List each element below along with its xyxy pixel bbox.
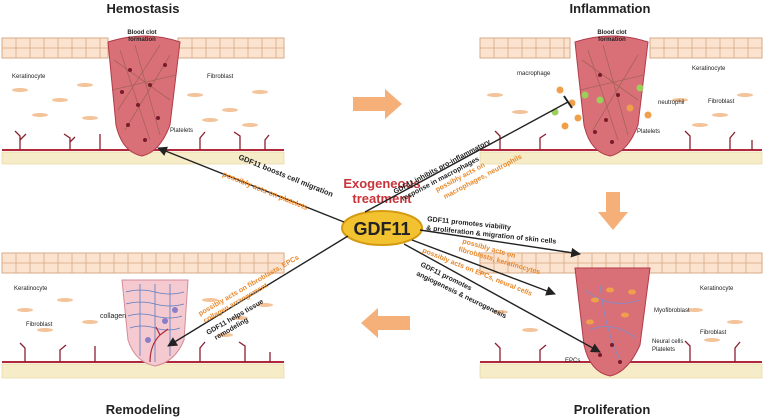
epidermis-layer xyxy=(1,252,285,274)
hemostasis-fibroblast-label: Fibroblast xyxy=(207,74,234,80)
remodeling-fibroblast-label: Fibroblast xyxy=(26,322,53,328)
arrow-to-remodeling xyxy=(167,235,349,347)
proliferation-keratinocyte-label: Keratinocyte xyxy=(700,286,734,292)
arrow-to-proliferation-orange xyxy=(411,239,556,296)
fibrin-mesh xyxy=(579,44,645,141)
platelet-dots xyxy=(593,73,620,144)
inflammation-fibroblast-label: Fibroblast xyxy=(708,99,735,105)
neural-fibers xyxy=(584,284,641,361)
hemostasis-title: Hemostasis xyxy=(107,1,180,16)
arrow-to-proliferation-angio xyxy=(403,243,601,353)
proliferation-fibroblast-label: Fibroblast xyxy=(700,330,727,336)
inflammation-platelets-label: Platelets xyxy=(637,129,660,135)
dermis-cells xyxy=(12,83,268,127)
epcs-label: EPCs xyxy=(565,358,580,364)
fibrin-mesh xyxy=(111,44,177,141)
panel-hemostasis: Hemostasis Blood clot formation Keratino… xyxy=(1,1,285,165)
gdf11-label: GDF11 xyxy=(353,219,410,239)
inflammation-title: Inflammation xyxy=(570,1,651,16)
panel-inflammation: Inflammation Blood clot formation macrop… xyxy=(479,1,763,165)
hypodermis-layer xyxy=(1,363,285,379)
myofibroblast-label: Myofibroblast xyxy=(654,308,690,314)
effect-hemostasis-black: GDF11 boosts cell migration xyxy=(237,153,335,199)
blood-clot xyxy=(107,35,181,157)
proliferation-title: Proliferation xyxy=(574,402,651,417)
new-vessels xyxy=(149,326,169,363)
capillaries xyxy=(494,340,741,362)
hemostasis-clot-label: Blood clot xyxy=(127,30,156,36)
phase-arrow-down xyxy=(598,192,628,230)
myofibroblast-cells xyxy=(586,287,636,325)
hypodermis-layer xyxy=(479,151,763,165)
inflammation-clot-label: Blood clot xyxy=(597,30,626,36)
remodeling-keratinocyte-label: Keratinocyte xyxy=(14,286,48,292)
capillaries xyxy=(494,130,753,150)
hemostasis-platelets-label: Platelets xyxy=(170,128,193,134)
immune-cells xyxy=(551,84,652,130)
platelet-dots xyxy=(598,343,622,364)
remodeling-title: Remodeling xyxy=(106,402,180,417)
neutrophil-label: neutrophil xyxy=(658,100,684,106)
hemostasis-keratinocyte-label: Keratinocyte xyxy=(12,74,46,80)
treatment-heading-line1: Exogeneous xyxy=(343,176,420,191)
arrow-to-proliferation-skin xyxy=(419,229,581,258)
epidermis-layer xyxy=(1,37,285,59)
dermis-cells xyxy=(492,308,743,342)
collagen-fibers xyxy=(125,284,185,362)
inhibit-bar xyxy=(563,95,573,109)
fibroblast-cells xyxy=(145,307,178,343)
dermis-cells xyxy=(487,93,753,127)
capillaries xyxy=(19,341,271,362)
panel-proliferation: Proliferation Keratinocyte Myofibroblast… xyxy=(479,252,763,417)
phase-arrow-right xyxy=(353,89,402,119)
platelet-dots xyxy=(120,63,167,142)
inflammation-keratinocyte-label: Keratinocyte xyxy=(692,66,726,72)
proliferation-platelets-label: Platelets xyxy=(652,347,675,353)
gdf11-ellipse xyxy=(341,210,423,246)
phase-arrow-left xyxy=(361,308,410,338)
epidermis-layer xyxy=(479,37,763,59)
collagen-label: collagen xyxy=(100,313,126,320)
panel-remodeling: Remodeling Keratinocyte Fibroblast colla… xyxy=(1,252,285,417)
inhibit-line-to-inflammation xyxy=(364,101,569,213)
capillaries xyxy=(14,130,270,150)
inflammation-clot-label-2: formation xyxy=(598,37,626,43)
dermis-cells xyxy=(17,298,273,337)
macrophage-label: macrophage xyxy=(517,71,551,77)
hemostasis-clot-label-2: formation xyxy=(128,37,156,43)
arrow-to-hemostasis xyxy=(157,146,345,223)
neural-cells-label: Neural cells xyxy=(652,339,683,345)
